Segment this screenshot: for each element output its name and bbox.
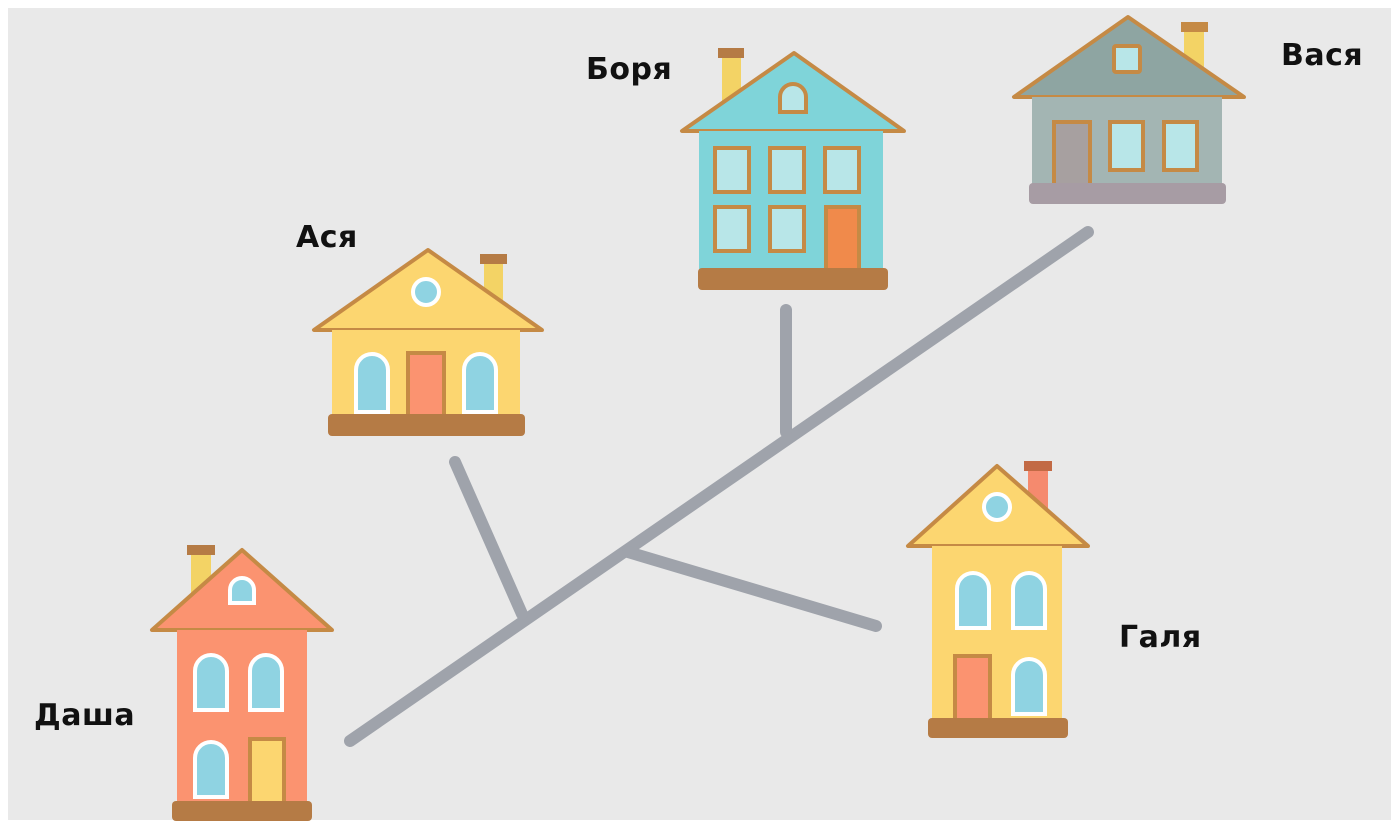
label-dasha: Даша [34,698,136,733]
road-network [344,226,1094,747]
label-galya: Галя [1119,620,1202,655]
house-galya [906,461,1090,738]
road-branch-galya [622,546,882,632]
house-borya [680,48,906,290]
label-borya: Боря [586,52,673,87]
road-branch-asya [449,456,528,620]
house-vasya [1012,15,1246,204]
house-dasha [150,545,334,821]
main-road [344,226,1094,747]
label-vasya: Вася [1281,38,1364,73]
label-asya: Ася [296,220,358,255]
house-asya [312,248,544,436]
